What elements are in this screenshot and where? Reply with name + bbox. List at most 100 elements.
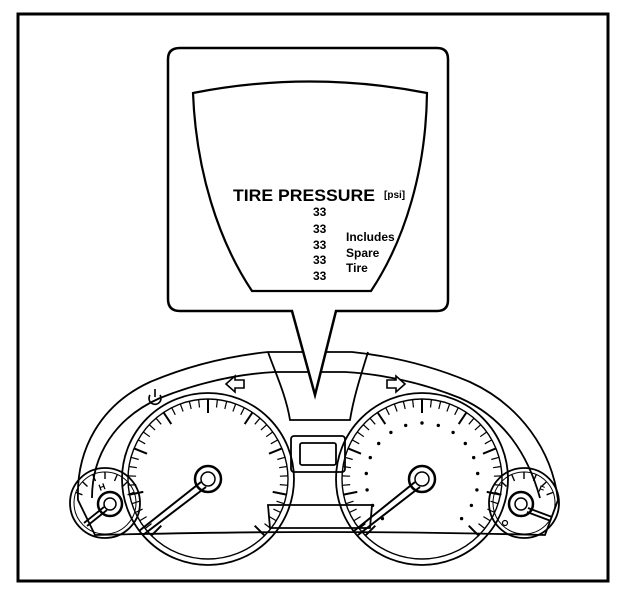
gauge-dot [469,503,474,508]
gauge-dot [404,423,408,428]
gauge-tick [135,508,143,514]
gauge-tick [179,403,184,412]
gauge-tick [142,431,151,438]
gauge-tick [402,401,406,410]
gauge-tick [264,523,272,529]
gauge-tick [457,411,468,425]
gauge-dot [389,430,393,435]
gauge-tick [162,411,173,425]
gauge-tick [446,403,451,412]
right-mini-gauge [488,467,560,539]
speedometer-needle [138,481,207,536]
gauge-dot [364,471,368,476]
gauge-tick [376,411,387,425]
gauge-tick [268,447,283,455]
gauge-tick [358,523,366,529]
gauge-tick [279,484,288,486]
gauge-tick [501,481,507,488]
pressure-reading: 33 [313,238,327,252]
gauge-tick [279,465,288,469]
gauge-tick [270,439,279,445]
gauge-tick [345,500,354,505]
gauge-tick [484,439,493,445]
gauge-tick [393,403,398,412]
tachometer-needle [353,481,421,536]
gauge-dot [451,430,455,435]
gauge-dot [459,516,464,521]
cluster-shroud [77,351,559,536]
gauge-tick [243,411,254,425]
gauge-tick [362,424,370,431]
gauge-tick [254,417,261,425]
left-mini-gauge-letter: H [97,481,107,493]
gauge-ticks [75,399,554,537]
gauge-tick [412,399,415,408]
gauge-tick [347,447,362,455]
gauge-tick [130,456,139,461]
gauge-tick [82,481,88,488]
pressure-reading: 33 [313,205,327,219]
gauge-tick [188,401,192,410]
gauge-tick [276,500,285,505]
gauge-tick [546,491,554,496]
spare-note-line: Tire [346,261,368,275]
gauge-tick [75,491,83,496]
gauge-tick [356,431,365,438]
gauge-tick [260,424,268,431]
gauge-tick [342,465,351,469]
speedometer-gauge [121,392,295,566]
gauge-dot [436,423,440,428]
gauge-tick [482,447,497,455]
gauge-tick [493,484,502,486]
gauge-tick [487,508,495,514]
center-lower-bridge [267,504,373,529]
gauge-tick [144,523,152,529]
gauge-tick [511,474,516,482]
gauge-tick [277,456,286,461]
gauge-tick [467,524,480,537]
center-window [267,351,369,421]
gauge-tick [343,490,358,496]
gauge-tick [128,465,137,469]
left-turn-arrow-icon [224,374,245,394]
display-screen [191,80,429,293]
gauge-tick [353,516,361,522]
gauge-tick [532,474,537,482]
gauge-tick [349,508,357,514]
gauge-tick [215,399,218,408]
pressure-reading: 33 [313,253,327,267]
gauge-tick [541,481,547,488]
left-mini-gauge [69,467,141,539]
gauge-tick [369,417,376,425]
right-mini-needle [526,507,553,522]
gauge-tick [155,417,162,425]
gauge-tick [129,490,144,496]
gauge-tick [493,465,502,469]
gauge-tick [171,407,176,416]
gauge-tick [344,456,353,461]
right-turn-arrow-icon [386,374,407,394]
gauge-dot [370,503,375,508]
gauge-tick [454,407,459,416]
gauge-tick [468,417,475,425]
gauge-dot [475,488,479,492]
gauge-tick [269,516,277,522]
fuel-dot-icon [501,519,509,527]
gauge-tick [490,500,499,505]
gauge-tick [483,516,491,522]
gauge-tick [137,439,146,445]
display-unit: [psi] [384,190,405,201]
center-display-inner [299,442,337,466]
gauge-tick [198,399,201,408]
gauge-dot [463,441,467,446]
gauge-tick [478,523,486,529]
gauge-tick [491,456,500,461]
gauge-dot [420,421,424,425]
gauge-tick [133,447,148,455]
gauge-tick [122,481,128,488]
gauge-dot [377,441,381,446]
gauge-dot [368,455,372,460]
gauge-tick [128,484,137,486]
gauge-tick [438,401,442,410]
